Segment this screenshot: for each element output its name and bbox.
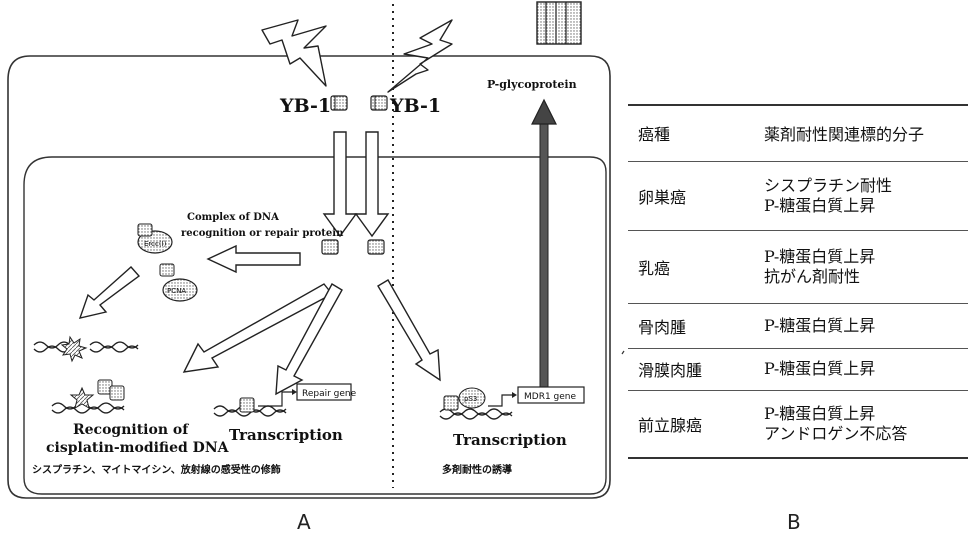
yb1-right-label: YB-1 [389, 95, 441, 117]
yb1-nuclear-right-icon [368, 240, 384, 254]
arrow-down-right [356, 132, 388, 236]
table-row: 乳癌 P-糖蛋白質上昇 抗がん剤耐性 [628, 230, 968, 303]
panel-a-letter: A [297, 510, 311, 534]
cancer-cell: 乳癌 [628, 230, 760, 303]
target-line: シスプラチン耐性 [764, 176, 964, 196]
target-cell: P-糖蛋白質上昇 アンドロゲン不応答 [760, 390, 968, 458]
stray-mark [622, 351, 624, 354]
target-cell: P-糖蛋白質上昇 [760, 303, 968, 348]
table-row: 前立腺癌 P-糖蛋白質上昇 アンドロゲン不応答 [628, 390, 968, 458]
target-cell: シスプラチン耐性 P-糖蛋白質上昇 [760, 161, 968, 230]
header-target-molecule: 薬剤耐性関連標的分子 [760, 105, 968, 161]
target-line: P-糖蛋白質上昇 [764, 404, 964, 424]
lightning-left-icon [262, 20, 326, 86]
ercc-label: Ercc(I) [144, 240, 167, 248]
p-glycoprotein-icon [537, 2, 581, 44]
footer-left-label: シスプラチン、マイトマイシン、放射線の感受性の修飾 [32, 463, 281, 476]
target-line: P-糖蛋白質上昇 [764, 316, 964, 336]
pcna-label: PCNA [167, 287, 186, 295]
yb1-protein-right-icon [371, 96, 387, 110]
repair-gene-dna [214, 389, 297, 416]
panel-b-letter: B [787, 510, 801, 534]
yb1-nuclear-left-icon [322, 240, 338, 254]
table-header-row: 癌種 薬剤耐性関連標的分子 [628, 105, 968, 161]
arrow-to-damaged-dna [80, 267, 139, 318]
header-cancer-type: 癌種 [628, 105, 760, 161]
mdr1-gene-dna [440, 388, 517, 419]
table-row: 滑膜肉腫 P-糖蛋白質上昇 [628, 348, 968, 390]
target-cell: P-糖蛋白質上昇 抗がん剤耐性 [760, 230, 968, 303]
cancer-cell: 前立腺癌 [628, 390, 760, 458]
target-line: P-糖蛋白質上昇 [764, 247, 964, 267]
transcription-left-label: Transcription [229, 426, 343, 444]
target-line: P-糖蛋白質上昇 [764, 359, 964, 379]
recognition-label-line2: cisplatin-modified DNA [46, 440, 230, 456]
complex-label-line2: recognition or repair protein [181, 228, 344, 239]
repair-gene-label: Repair gene [302, 389, 357, 399]
cisplatin-dna-complex [52, 380, 124, 413]
drug-resistance-table: 癌種 薬剤耐性関連標的分子 卵巣癌 シスプラチン耐性 P-糖蛋白質上昇 乳癌 P… [628, 104, 968, 459]
footer-right-label: 多剤耐性の誘導 [442, 463, 512, 476]
target-cell: P-糖蛋白質上昇 [760, 348, 968, 390]
damaged-dna-strand [34, 337, 138, 361]
cancer-cell: 骨肉腫 [628, 303, 760, 348]
transcription-right-label: Transcription [453, 431, 567, 449]
target-line: アンドロゲン不応答 [764, 424, 964, 444]
p53-label: pS3 [464, 395, 477, 403]
yb1-protein-left-icon [331, 96, 347, 110]
arrow-up-to-pgp [532, 100, 556, 402]
p-glycoprotein-label: P-glycoprotein [487, 78, 577, 91]
target-line: P-糖蛋白質上昇 [764, 196, 964, 216]
mdr1-gene-label: MDR1 gene [524, 392, 576, 402]
table-row: 骨肉腫 P-糖蛋白質上昇 [628, 303, 968, 348]
yb1-left-label: YB-1 [279, 95, 331, 117]
arrow-to-mdr1-transcription [378, 280, 440, 380]
arrow-down-left [324, 132, 356, 236]
table-row: 卵巣癌 シスプラチン耐性 P-糖蛋白質上昇 [628, 161, 968, 230]
arrow-left-to-complex [208, 246, 300, 272]
cancer-cell: 卵巣癌 [628, 161, 760, 230]
recognition-label-line1: Recognition of [73, 422, 189, 438]
complex-label-line1: Complex of DNA [187, 212, 279, 223]
cancer-cell: 滑膜肉腫 [628, 348, 760, 390]
target-line: 抗がん剤耐性 [764, 267, 964, 287]
